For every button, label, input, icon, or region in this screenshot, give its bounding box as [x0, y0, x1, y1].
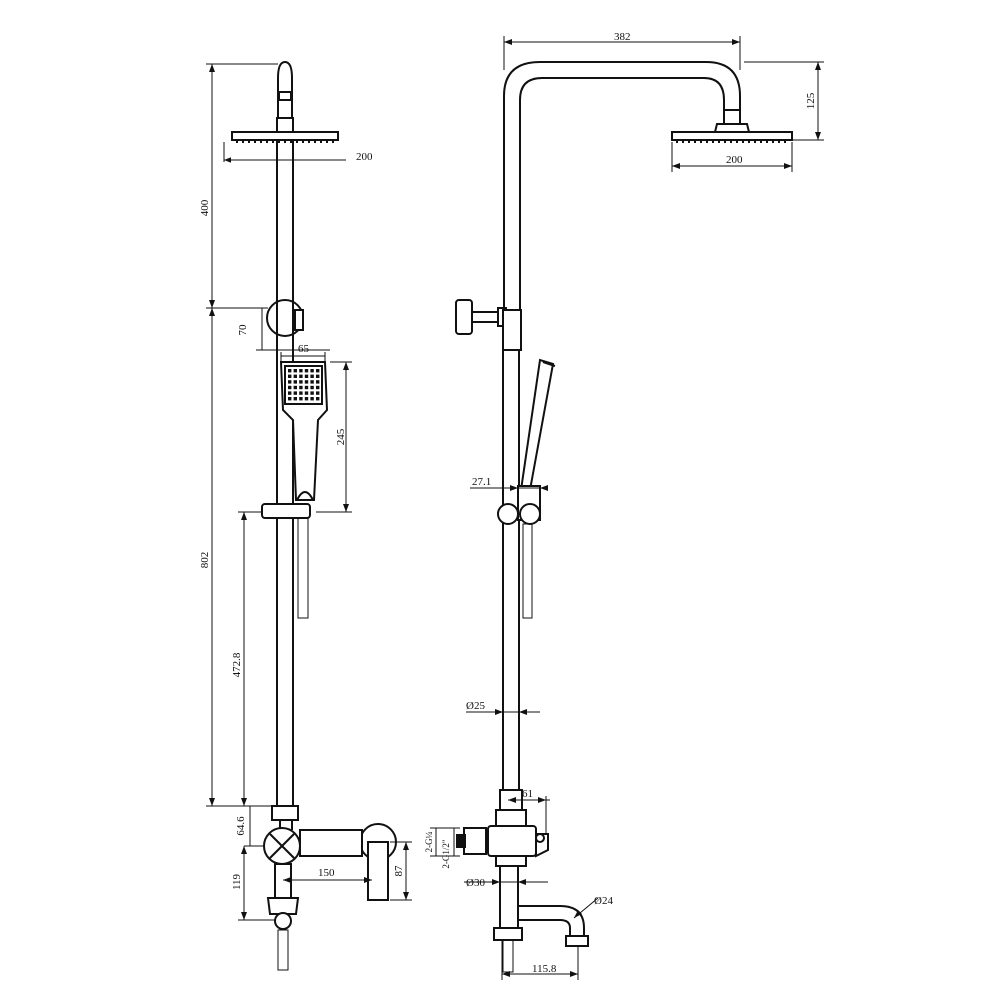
dimension-labels: 200 400 70 65 245 802 472.8 64.6 119 150… [199, 31, 817, 975]
hand-shower-side [519, 358, 555, 491]
rain-head-front [231, 131, 339, 141]
rain-head-side [671, 131, 793, 141]
dim-side-rail-diameter: Ø25 [466, 700, 485, 712]
dimension-lines [206, 36, 824, 980]
dim-side-head-diameter: 200 [726, 154, 743, 166]
dim-front-spout-drop: 87 [393, 865, 405, 877]
dim-side-body-diameter: Ø30 [466, 877, 485, 889]
dim-front-mixer-height: 119 [231, 873, 243, 890]
dim-side-spout-diameter: Ø24 [594, 895, 613, 907]
dim-front-total-height: 802 [199, 552, 211, 569]
dim-front-head-height: 400 [199, 199, 211, 216]
dim-front-hand-length: 245 [335, 428, 347, 445]
dim-front-mixer-spacing: 150 [318, 867, 335, 879]
dim-side-outlet-thread-a: 2-G¼ [424, 831, 434, 852]
dim-front-holder-offset: 70 [237, 324, 249, 336]
dim-side-arm-reach: 382 [614, 31, 631, 43]
dim-side-slider-diameter: 27.1 [472, 476, 491, 488]
bath-spout [517, 905, 585, 941]
side-view [455, 61, 793, 973]
dim-front-hand-width: 65 [298, 343, 310, 355]
dim-front-slide-height: 472.8 [231, 652, 243, 677]
dim-side-spout-reach: 115.8 [532, 963, 557, 975]
front-view [231, 60, 397, 971]
dim-front-mixer-top: 64.6 [235, 816, 247, 836]
slider [261, 503, 311, 519]
dim-side-arm-rise: 125 [805, 92, 817, 109]
dim-side-outlet-thread-b: 2-G1/2" [441, 839, 451, 868]
dim-side-mixer-depth: 61 [522, 788, 533, 800]
dim-front-head-diameter: 200 [356, 151, 373, 163]
mixer-lever [367, 841, 389, 901]
